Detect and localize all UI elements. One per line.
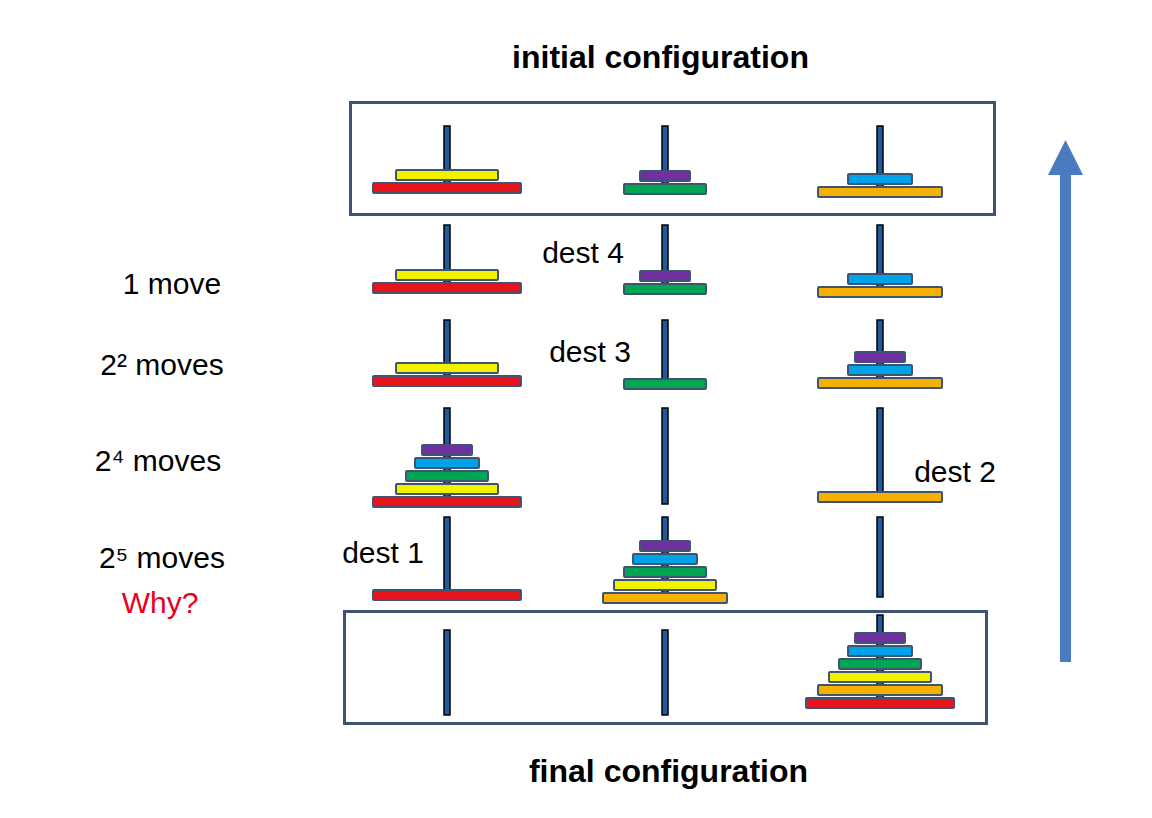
move-count-label: 1 move [123, 267, 221, 300]
destination-label: dest 4 [542, 236, 624, 269]
peg [877, 517, 883, 597]
disk [373, 590, 521, 600]
configuration-title: final configuration [349, 753, 988, 789]
disk [406, 471, 488, 481]
disk [829, 672, 931, 682]
disk [818, 287, 942, 297]
label-slot: 2⁴ moves [95, 444, 221, 478]
destination-label: dest 1 [342, 536, 424, 569]
label-slot: 2² moves [100, 348, 223, 382]
peg [877, 408, 883, 499]
disk [855, 352, 905, 362]
disk [396, 363, 498, 373]
disk [415, 458, 479, 468]
label-slot: dest 1 [342, 536, 424, 570]
disk [373, 283, 521, 293]
disk [818, 378, 942, 388]
direction-arrow-head [1048, 140, 1083, 175]
disk [633, 554, 697, 564]
disk [614, 580, 716, 590]
disk [373, 497, 521, 507]
disk [848, 365, 912, 375]
label-slot: 2⁵ moves [99, 541, 225, 575]
disk [624, 184, 706, 194]
label-slot: dest 4 [542, 236, 624, 270]
peg [444, 630, 450, 715]
disk [818, 685, 942, 695]
configuration-title: initial configuration [340, 39, 981, 75]
disk [839, 659, 921, 669]
disk [603, 593, 727, 603]
peg [662, 408, 668, 504]
peg [662, 320, 668, 386]
peg [662, 630, 668, 715]
disk [640, 171, 690, 181]
configuration-box: initial configuration [349, 101, 996, 216]
disk [848, 646, 912, 656]
disk [806, 698, 954, 708]
disk [396, 484, 498, 494]
disk [818, 187, 942, 197]
label-slot: Why? [122, 586, 199, 620]
configuration-box: final configuration [343, 610, 988, 725]
disk [624, 284, 706, 294]
move-count-label: Why? [122, 586, 199, 619]
destination-label: dest 2 [914, 455, 996, 488]
disk [624, 567, 706, 577]
disk [818, 492, 942, 502]
disk [855, 633, 905, 643]
destination-label: dest 3 [549, 335, 631, 368]
disk [396, 270, 498, 280]
disk [396, 170, 498, 180]
label-slot: dest 2 [914, 455, 996, 489]
disk [422, 445, 472, 455]
label-slot: 1 move [123, 267, 221, 301]
move-count-label: 2⁵ moves [99, 541, 225, 574]
disk [848, 274, 912, 284]
peg [444, 517, 450, 597]
disk [373, 376, 521, 386]
direction-arrow-shaft [1060, 172, 1071, 662]
disk [624, 379, 706, 389]
move-count-label: 2⁴ moves [95, 444, 221, 477]
move-count-label: 2² moves [100, 348, 223, 381]
disk [373, 183, 521, 193]
disk [640, 541, 690, 551]
disk [848, 174, 912, 184]
disk [640, 271, 690, 281]
label-slot: dest 3 [549, 335, 631, 369]
